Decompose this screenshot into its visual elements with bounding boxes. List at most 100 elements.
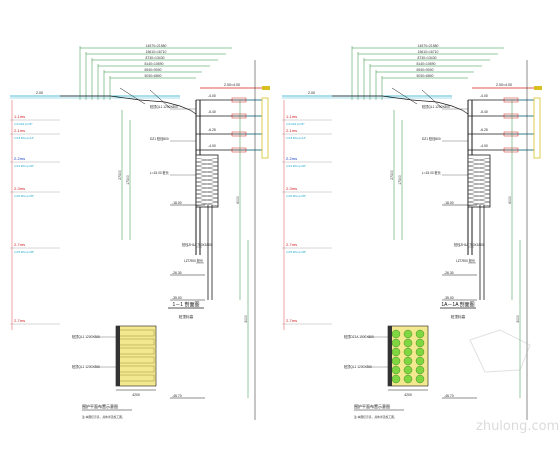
plan-dimension-text: 4200 — [132, 393, 140, 397]
soil-layer-label: 2-7ms — [14, 242, 25, 247]
strut-elevation: -4.00 — [480, 144, 488, 148]
vertical-dimension-text: 3000 — [516, 315, 520, 323]
soil-layer-label: 2-7ms — [286, 318, 297, 323]
hatch-line — [195, 165, 219, 171]
depth-text: -35.00 — [444, 296, 454, 300]
plan-title: 围护平面布置示意图 — [354, 403, 390, 409]
plan-pile-circle — [391, 347, 401, 357]
section-right: 14570=21580 15610=16710 8730=13430 8140=108… — [282, 44, 542, 420]
strut-elevation: -4.00 — [480, 94, 488, 98]
hatch-line — [467, 193, 491, 199]
strut-elevation: -6.25 — [208, 128, 216, 132]
top-elevation-text: 2.00=4.00 — [496, 83, 512, 87]
wall-cap — [261, 97, 269, 159]
pile-label: 桩径ZH1A 750X1800 — [182, 242, 212, 247]
section-title: 1A－1A 剖面图 — [441, 301, 474, 308]
elevation-marker — [262, 86, 270, 90]
plan-dimension-text: 4200 — [404, 393, 412, 397]
slope-leader — [391, 87, 418, 105]
depth-text: -45.70 — [444, 394, 454, 398]
hatch-line — [467, 177, 491, 183]
wall-cap — [533, 97, 541, 159]
section-subtitle: 桩顶标高 — [451, 314, 466, 319]
hatch-line — [195, 185, 219, 191]
top-elevation-text: 2.00=4.00 — [224, 83, 240, 87]
hatch-line — [195, 177, 219, 183]
plan-pile-circle — [403, 329, 413, 339]
plan-pile-circle — [415, 365, 425, 375]
pile-cap-block — [195, 154, 219, 208]
top-dimension-text: 5030=6800 — [416, 74, 433, 78]
top-dimension-text: 8140=10890 — [417, 62, 436, 66]
elevation-marker — [534, 86, 542, 90]
vertical-dimension-text: 17300 — [126, 175, 130, 185]
plan-pile-circle — [415, 347, 425, 357]
vertical-dimension-text: 6000 — [236, 196, 240, 204]
soil-layer-label: 1-1ms — [14, 114, 25, 119]
hatch-line — [467, 201, 491, 207]
slope-leader — [119, 87, 146, 105]
plan-pile-circle — [415, 374, 425, 384]
plan-pile-circle — [391, 329, 401, 339]
top-dimension-text: 8730=13430 — [146, 56, 165, 60]
plan-note: 注:本图仅示意，具体详见施工图。 — [354, 415, 397, 419]
hatch-line — [195, 197, 219, 203]
top-dimension-text: 14570=21580 — [418, 44, 439, 48]
hatch-line — [467, 165, 491, 171]
excavation-slope — [332, 95, 469, 115]
ground-elevation: 2.00 — [36, 91, 43, 95]
top-dimension-text: 15610=16710 — [146, 50, 167, 54]
top-dimension-text: 6940=9000 — [144, 68, 161, 72]
soil-layer-label: 2-2ms — [14, 156, 25, 161]
slope-leader — [149, 89, 171, 109]
plan-note: 注:本图仅示意，具体详见施工图。 — [82, 415, 125, 419]
soil-layer-label: 2-1ms — [286, 128, 297, 133]
slope-leader — [421, 89, 443, 109]
depth-text: -35.00 — [172, 296, 182, 300]
plan-pile-circle — [415, 338, 425, 348]
soil-property: c=16 kPa φ=20° — [14, 164, 34, 168]
plan-pile-circle — [415, 329, 425, 339]
soil-layer-label: 2-1ms — [14, 128, 25, 133]
soil-layer-label: 2-3ms — [14, 186, 25, 191]
pile-cap-block — [467, 154, 491, 208]
hatch-line — [195, 189, 219, 195]
ground-elevation: 2.00 — [308, 91, 315, 95]
hatch-line — [467, 189, 491, 195]
hatch-line — [195, 193, 219, 199]
hatch-line — [195, 169, 219, 175]
soil-property: c=25 kPa φ=28° — [14, 250, 34, 254]
top-dimension-text: 15610=16710 — [418, 50, 439, 54]
strut-elevation: -5.40 — [480, 110, 488, 114]
plan-wall-strip — [388, 326, 392, 386]
soil-property: c=18 kPa φ=14° — [286, 136, 306, 140]
top-dimension-text: 14570=21580 — [146, 44, 167, 48]
top-dimension-text: 8730=13430 — [418, 56, 437, 60]
pile-label: 桩径ZH1A 750X1800 — [454, 242, 484, 247]
pile-label: L=15.00 桩长 — [150, 170, 170, 175]
pile-label: DZ1 桩径800 — [422, 136, 441, 141]
hatch-line — [467, 197, 491, 203]
hatch-line — [467, 173, 491, 179]
strut-elevation: -5.40 — [208, 110, 216, 114]
hatch-line — [195, 181, 219, 187]
top-dimension-text: 5030=6800 — [144, 74, 161, 78]
watermark: zhulong.com — [469, 329, 559, 434]
hatch-line — [195, 161, 219, 167]
plan-label: 桩顶QL1 1200X800 — [72, 364, 100, 369]
plan-pile-circle — [403, 356, 413, 366]
section-left: 14570=2158015610=167108730=134308140=108… — [10, 44, 270, 420]
soil-property: c=18 kPa φ=14° — [14, 136, 34, 140]
soil-layer-label: 2-7ms — [286, 242, 297, 247]
plan-wall-strip — [116, 326, 120, 386]
pile-label: 桩顶QL1 1200X800 — [150, 104, 178, 109]
pile-label: L=15.00 桩长 — [422, 170, 442, 175]
soil-property: c=20 kPa φ=25° — [286, 194, 306, 198]
vertical-dimension-text: 27300 — [118, 170, 122, 180]
vertical-dimension-text: 6000 — [508, 196, 512, 204]
plan-pile-circle — [403, 347, 413, 357]
hatch-line — [467, 181, 491, 187]
soil-layer-label: 2-3ms — [286, 186, 297, 191]
plan-inset-fill — [115, 325, 157, 387]
